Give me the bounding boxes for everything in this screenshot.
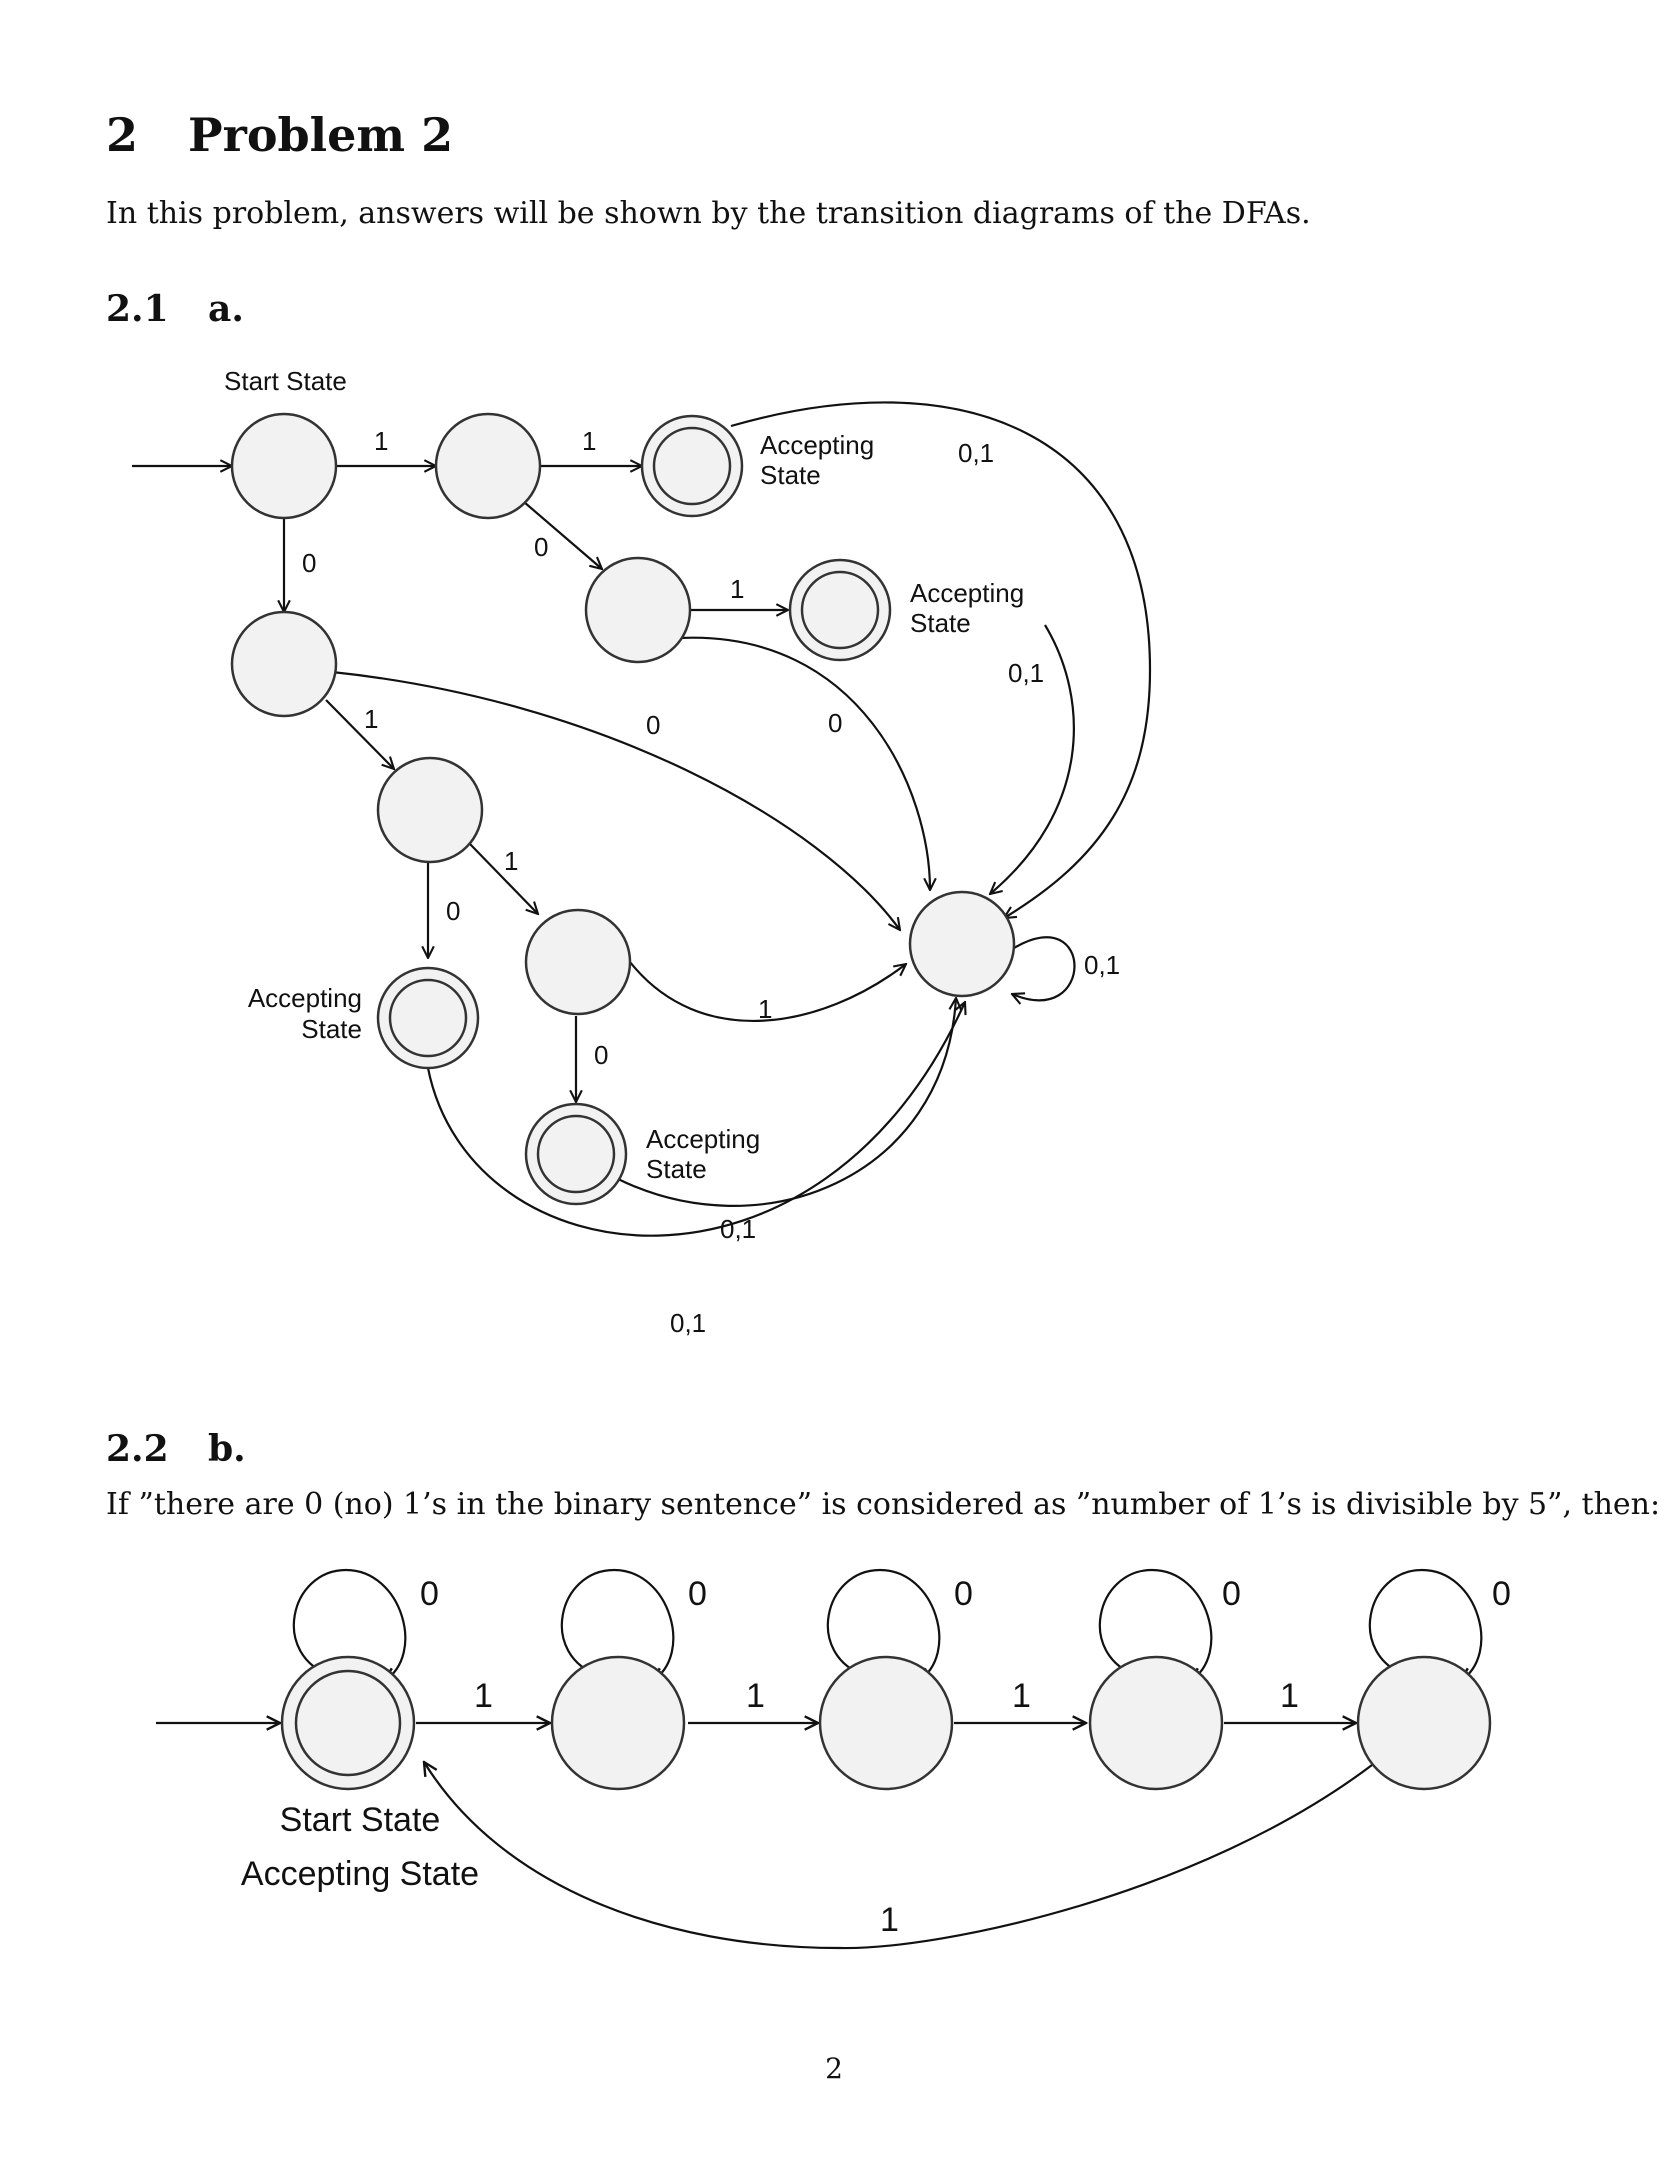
dfa-diagram-b: Start State Accepting State 0 0 0 0 0 1 …: [156, 1568, 1511, 1950]
edge-acc1-trap: [730, 401, 1152, 918]
loop-b-0: [292, 1568, 407, 1681]
state-q4: [376, 756, 484, 864]
start-state-label: Start State: [224, 366, 347, 396]
accepting-label-3-line2: State: [301, 1014, 362, 1044]
state-accept-3-inner: [388, 978, 468, 1058]
accepting-state-label-b: Accepting State: [241, 1855, 479, 1893]
edge-acc4-trap: [615, 998, 956, 1207]
label-s-q1: 1: [374, 426, 388, 456]
section-number: 2: [106, 108, 139, 162]
forward-label-b-1: 1: [746, 1677, 765, 1715]
state-accept-4-inner: [536, 1114, 616, 1194]
forward-label-b-3: 1: [1280, 1677, 1299, 1715]
accepting-label-2-line1: Accepting: [910, 578, 1024, 608]
label-q1-q3: 0: [534, 532, 548, 562]
loop-label-b-0: 0: [420, 1575, 439, 1613]
state-accept-1-inner: [652, 426, 732, 506]
state-start: [230, 412, 338, 520]
label-q5-acc4: 0: [594, 1040, 608, 1070]
state-b-1: [550, 1655, 686, 1791]
label-q2-q4: 1: [364, 704, 378, 734]
label-q2-trap: 0: [646, 710, 660, 740]
dfa-diagram-a: Start State Accepting State Accepting St…: [132, 366, 1152, 1338]
loop-b-4: [1368, 1568, 1483, 1681]
label-acc3-trap: 0,1: [670, 1308, 706, 1338]
state-b-3: [1088, 1655, 1224, 1791]
state-b-0-inner: [294, 1669, 402, 1777]
back-label-b: 1: [880, 1901, 899, 1939]
dfa-a-edges: [132, 401, 1152, 1237]
dfa-a-states: [230, 412, 1016, 1206]
subsection-a-number: 2.1: [106, 288, 169, 330]
label-acc1-trap: 0,1: [958, 438, 994, 468]
loop-label-b-1: 0: [688, 1575, 707, 1613]
accepting-label-1-line2: State: [760, 460, 821, 490]
edge-q4-q5: [469, 843, 538, 914]
loop-label-b-3: 0: [1222, 1575, 1241, 1613]
accepting-label-2-line2: State: [910, 608, 971, 638]
label-q1-acc1: 1: [582, 426, 596, 456]
subsection-b-number: 2.2: [106, 1428, 169, 1470]
section-title-text: Problem 2: [188, 108, 454, 162]
subsection-b-title: b.: [208, 1428, 246, 1470]
label-q5-trap: 1: [758, 994, 772, 1024]
label-q4-acc3: 0: [446, 896, 460, 926]
subsection-b-text: If ”there are 0 (no) 1’s in the binary s…: [106, 1487, 1661, 1522]
dfa-b-edges: [156, 1568, 1483, 1950]
accepting-label-4-line1: Accepting: [646, 1124, 760, 1154]
state-accept-2-inner: [800, 570, 880, 650]
section-title: 2 Problem 2: [106, 108, 453, 162]
state-q2: [230, 610, 338, 718]
state-b-4: [1356, 1655, 1492, 1791]
forward-label-b-2: 1: [1012, 1677, 1031, 1715]
dfa-b-labels: Start State Accepting State 0 0 0 0 0 1 …: [241, 1575, 1511, 1939]
edge-q2-trap: [331, 670, 900, 930]
label-acc2-trap: 0,1: [1008, 658, 1044, 688]
subsection-a-heading: 2.1 a.: [106, 288, 244, 330]
accepting-label-3-line1: Accepting: [248, 983, 362, 1013]
loop-label-b-2: 0: [954, 1575, 973, 1613]
dfa-a-labels: Start State Accepting State Accepting St…: [224, 366, 1120, 1338]
subsection-a-title: a.: [208, 288, 244, 330]
forward-label-b-0: 1: [474, 1677, 493, 1715]
label-s-q2: 0: [302, 548, 316, 578]
loop-b-1: [560, 1568, 675, 1681]
label-acc4-trap: 0,1: [720, 1214, 756, 1244]
loop-b-2: [826, 1568, 941, 1681]
edge-q1-q3: [523, 501, 602, 569]
loop-b-3: [1098, 1568, 1213, 1681]
page-number: 2: [825, 2052, 843, 2085]
state-q1: [434, 412, 542, 520]
state-q3: [584, 556, 692, 664]
subsection-b-heading: 2.2 b.: [106, 1428, 246, 1470]
loop-label-b-4: 0: [1492, 1575, 1511, 1613]
label-q4-q5: 1: [504, 846, 518, 876]
edge-q5-trap: [629, 961, 906, 1023]
state-q5: [524, 908, 632, 1016]
accepting-label-1-line1: Accepting: [760, 430, 874, 460]
state-trap: [908, 890, 1016, 998]
start-state-label-b: Start State: [280, 1801, 441, 1839]
edge-trap-loop: [1012, 936, 1076, 1000]
state-b-2: [818, 1655, 954, 1791]
edge-b-back: [424, 1762, 1373, 1950]
label-q3-trap: 0: [828, 708, 842, 738]
accepting-label-4-line2: State: [646, 1154, 707, 1184]
intro-text: In this problem, answers will be shown b…: [106, 196, 1311, 231]
edge-q3-trap: [679, 636, 930, 890]
edge-q2-q4: [325, 699, 394, 769]
label-trap-loop: 0,1: [1084, 950, 1120, 980]
edge-acc3-trap: [426, 1002, 965, 1237]
edge-acc2-trap: [990, 624, 1075, 894]
label-q3-acc2: 1: [730, 574, 744, 604]
dfa-b-states: [280, 1655, 1492, 1791]
